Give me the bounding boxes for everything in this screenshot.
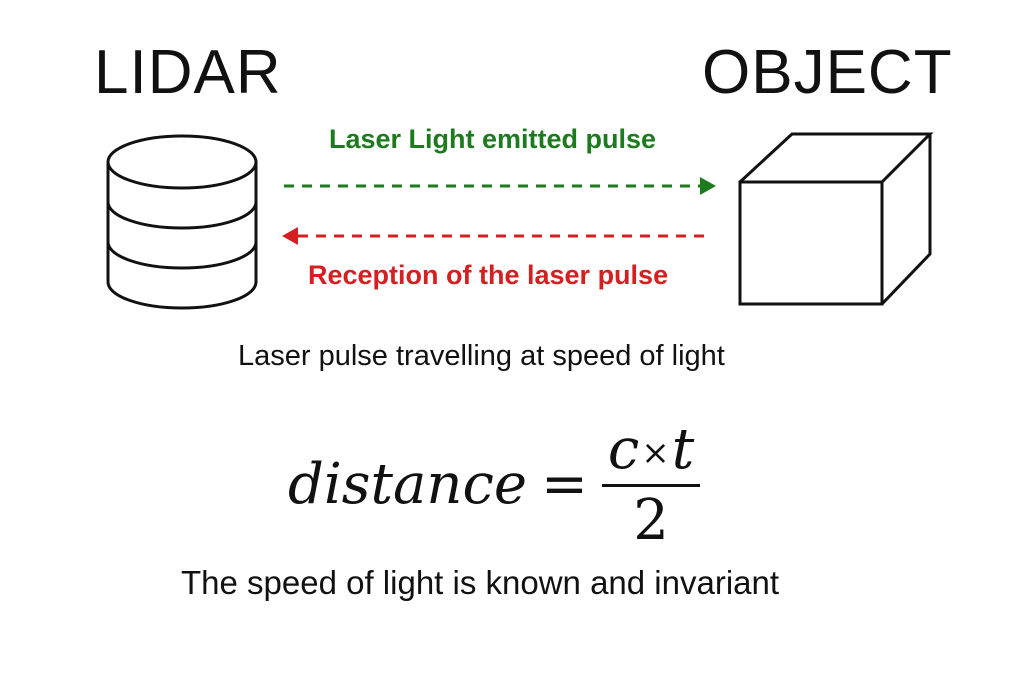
cube-icon bbox=[738, 132, 934, 306]
distance-formula: distance = c×t 2 bbox=[288, 420, 701, 553]
formula-equals: = bbox=[540, 452, 588, 517]
database-cylinder-icon bbox=[106, 134, 258, 310]
formula-times: × bbox=[641, 433, 670, 473]
formula-lhs: distance bbox=[288, 452, 527, 517]
formula-numerator: c×t bbox=[601, 421, 701, 487]
formula-denominator: 2 bbox=[633, 487, 669, 553]
invariant-caption: The speed of light is known and invarian… bbox=[181, 564, 780, 601]
emitted-pulse-label: Laser Light emitted pulse bbox=[329, 124, 657, 154]
object-title: OBJECT bbox=[702, 38, 953, 107]
lidar-title: LIDAR bbox=[94, 38, 282, 107]
formula-t: t bbox=[671, 416, 695, 482]
travel-caption: Laser pulse travelling at speed of light bbox=[238, 340, 725, 372]
reception-pulse-label: Reception of the laser pulse bbox=[308, 260, 669, 290]
emitted-pulse-arrow bbox=[284, 177, 716, 195]
reception-pulse-arrow bbox=[282, 227, 706, 245]
formula-c: c bbox=[607, 416, 640, 482]
formula-fraction: c×t 2 bbox=[601, 421, 701, 553]
